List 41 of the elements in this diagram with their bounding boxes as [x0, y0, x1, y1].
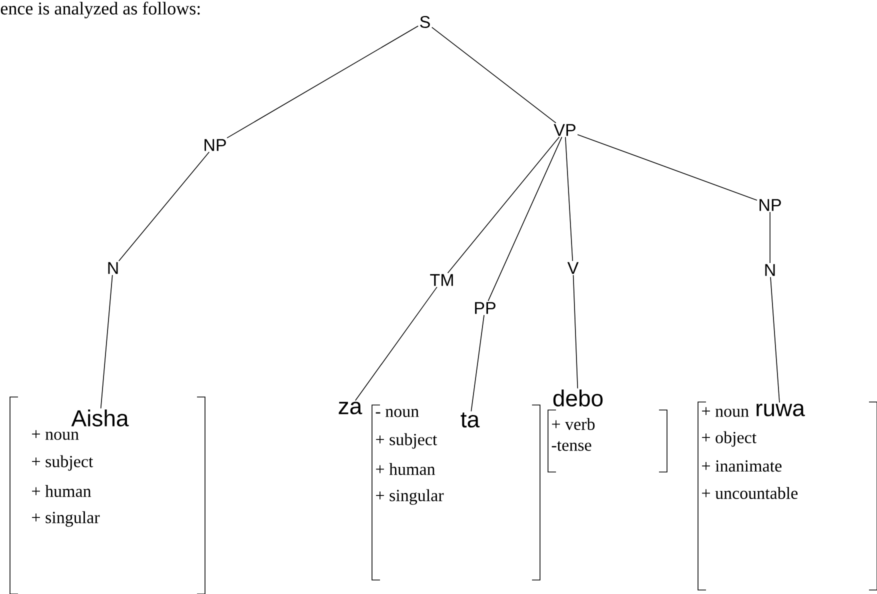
tree-label: N	[765, 264, 775, 276]
tree-label: NP	[760, 199, 781, 211]
feature-label: + subject	[376, 433, 438, 449]
feature-label: + uncountable	[702, 487, 798, 499]
tree-branch	[100, 274, 113, 409]
tree-branch	[447, 136, 560, 274]
tree-branch	[565, 136, 573, 262]
tree-label: ta	[460, 412, 480, 428]
tree-label: S	[420, 16, 430, 28]
tree-label: VP	[554, 124, 576, 136]
heading-text: ence is analyzed as follows:	[0, 2, 200, 18]
feature-label: + singular	[32, 511, 100, 527]
tree-branch	[118, 152, 210, 262]
feature-label: + noun	[702, 407, 749, 417]
tree-branch	[431, 26, 556, 124]
feature-label: + human	[32, 485, 92, 497]
tree-branch	[770, 276, 780, 403]
feature-label: - noun	[376, 408, 419, 418]
tree-label: ruwa	[756, 404, 805, 416]
tree-label: Aisha	[71, 410, 129, 426]
tree-branch	[577, 134, 758, 201]
feature-label: + verb	[552, 418, 595, 430]
tree-label: TM	[430, 274, 453, 286]
feature-label: + noun	[32, 430, 79, 440]
tree-branch	[470, 314, 484, 412]
tree-branch	[355, 286, 438, 401]
tree-label: V	[567, 262, 579, 274]
tree-branch	[488, 136, 562, 302]
tree-label: PP	[475, 302, 496, 314]
feature-label: + object	[702, 431, 756, 447]
tree-label: NP	[204, 139, 226, 151]
feature-label: + subject	[32, 455, 94, 471]
tree-branch	[572, 274, 578, 389]
tree-label: N	[108, 262, 118, 274]
tree-branch	[226, 26, 419, 138]
feature-label: + inanimate	[702, 460, 782, 472]
tree-label: za	[338, 402, 362, 414]
tree-label: debo	[553, 390, 603, 406]
feature-label: + human	[376, 463, 436, 475]
feature-label: -tense	[552, 441, 592, 451]
feature-label: + singular	[376, 489, 444, 505]
